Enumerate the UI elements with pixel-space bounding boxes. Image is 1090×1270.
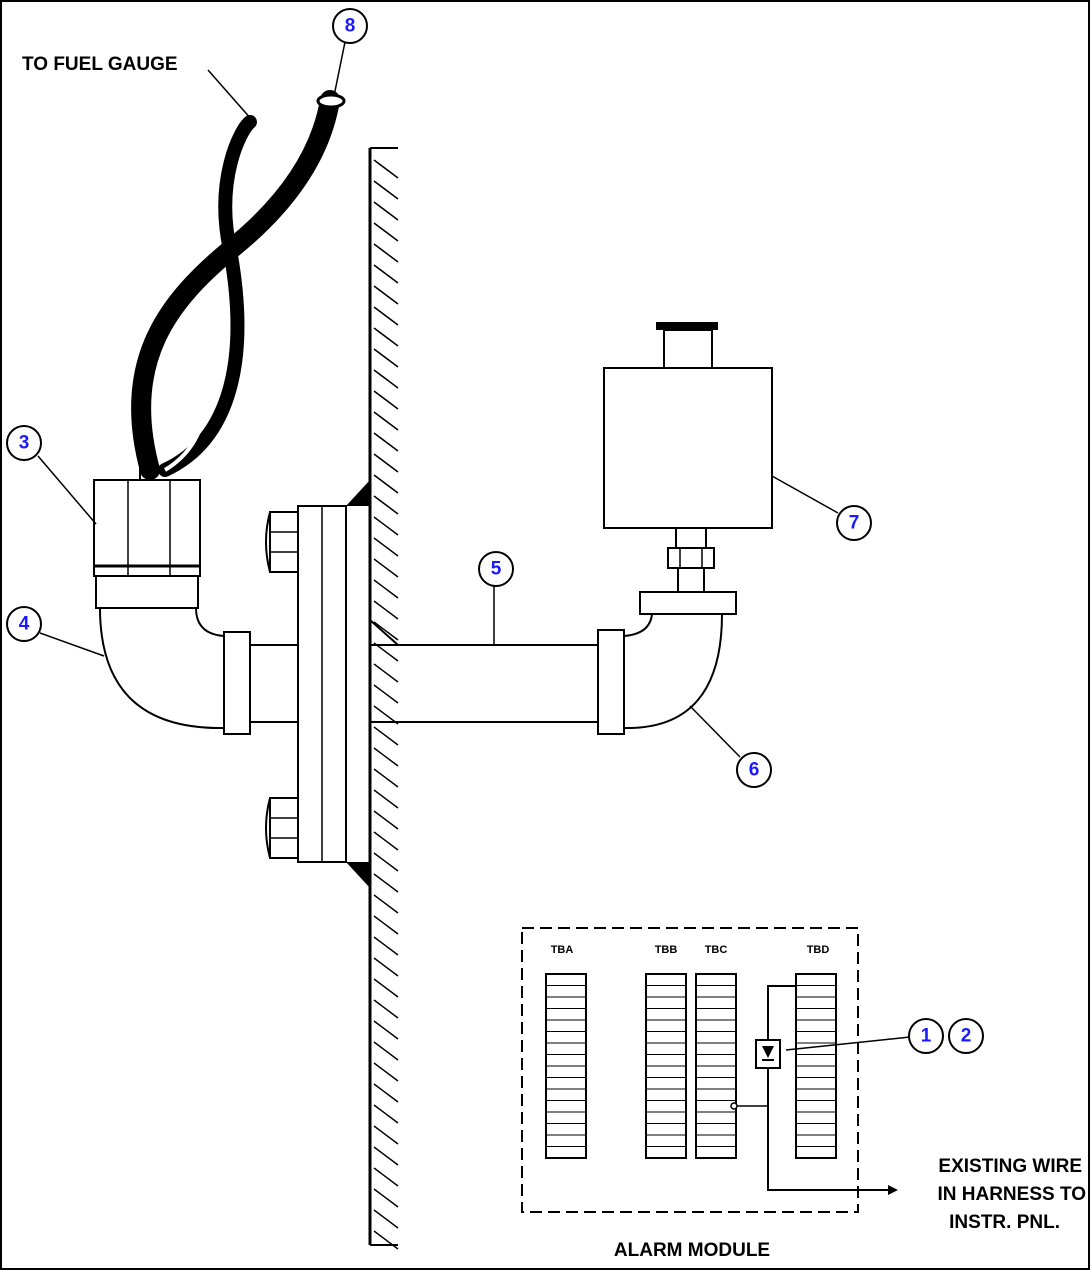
diode	[730, 985, 898, 1195]
upper-bolt	[265, 511, 299, 573]
alarm-module-label: ALARM MODULE	[614, 1240, 770, 1261]
tb-label-tba: TBA	[551, 944, 574, 956]
callout-8: 8	[332, 8, 368, 44]
to-fuel-gauge-label: TO FUEL GAUGE	[22, 54, 178, 75]
svg-text:7: 7	[849, 513, 860, 534]
existing-wire-label-line1: EXISTING WIRE	[938, 1156, 1082, 1177]
svg-text:1: 1	[921, 1026, 932, 1047]
svg-text:5: 5	[491, 559, 502, 580]
fuel-level-sender	[93, 440, 201, 577]
callout-3: 3	[6, 425, 42, 461]
left-elbow	[95, 575, 298, 735]
svg-text:8: 8	[345, 16, 356, 37]
callout-6: 6	[736, 752, 772, 788]
callout-7: 7	[836, 505, 872, 541]
terminal-block-tba	[545, 973, 587, 1159]
callout-2: 2	[948, 1018, 984, 1054]
svg-text:4: 4	[19, 614, 30, 635]
tb-label-tbd: TBD	[807, 944, 830, 956]
wall-panel	[346, 147, 399, 1250]
terminal-block-tbc	[695, 973, 737, 1159]
callout-4: 4	[6, 606, 42, 642]
svg-text:2: 2	[961, 1026, 972, 1047]
mounting-flange	[265, 505, 347, 863]
terminal-block-tbb	[645, 973, 687, 1159]
callout-5: 5	[478, 551, 514, 587]
right-elbow	[597, 591, 737, 735]
leader-lines	[37, 41, 911, 1051]
existing-wire-label-line3: INSTR. PNL.	[949, 1212, 1060, 1233]
wire-harness	[131, 90, 346, 480]
tb-label-tbc: TBC	[705, 944, 728, 956]
alarm-module: TBA TBB TBC TBD	[521, 927, 898, 1213]
lower-bolt	[265, 797, 299, 859]
terminal-block-tbd	[795, 973, 837, 1159]
callout-1: 1	[908, 1018, 944, 1054]
svg-text:3: 3	[19, 433, 30, 454]
tube-through-wall	[369, 619, 598, 723]
svg-text:6: 6	[749, 760, 760, 781]
tb-label-tbb: TBB	[655, 944, 678, 956]
existing-wire-label-line2: IN HARNESS TO	[937, 1184, 1086, 1205]
solenoid-valve	[603, 322, 773, 593]
